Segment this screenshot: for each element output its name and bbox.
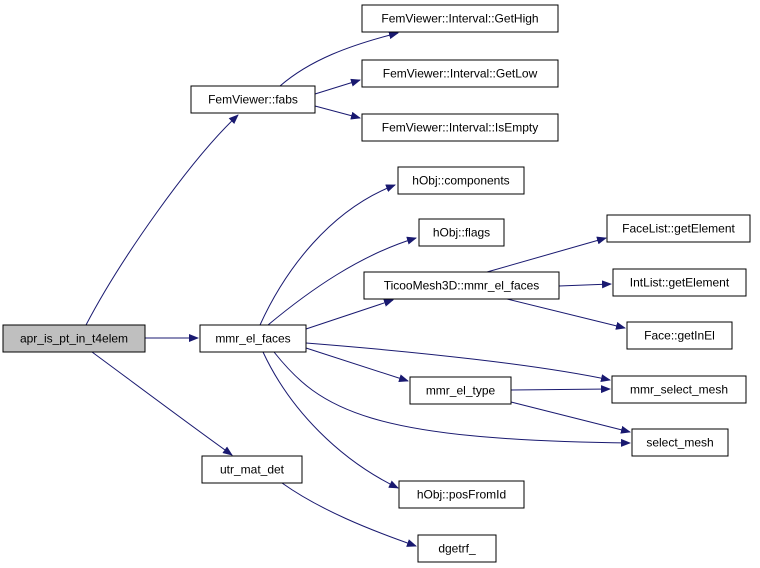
node-mmr-select-mesh[interactable]: mmr_select_mesh bbox=[611, 375, 747, 404]
node-label: FemViewer::Interval::GetHigh bbox=[381, 12, 538, 26]
edges-layer bbox=[85, 31, 631, 547]
node-box bbox=[418, 218, 505, 247]
node-label: hObj::flags bbox=[433, 226, 490, 240]
edge-mmr_el_type-to-select_mesh bbox=[510, 401, 631, 434]
node-box bbox=[631, 428, 729, 457]
edge-ticoo-to-facelist bbox=[486, 236, 607, 273]
node-facelist[interactable]: FaceList::getElement bbox=[606, 214, 751, 243]
edge-fabs-to-isempty bbox=[314, 105, 361, 120]
edge-mmr_el_faces-to-mmr_el_type bbox=[305, 347, 409, 383]
node-ticoo[interactable]: TicooMesh3D::mmr_el_faces bbox=[363, 271, 560, 300]
node-label: IntList::getElement bbox=[630, 276, 730, 290]
edge-mmr_el_faces-to-ticoo bbox=[305, 299, 394, 330]
edge-ticoo-to-intlist bbox=[558, 280, 612, 289]
node-label: FemViewer::Interval::GetLow bbox=[383, 67, 538, 81]
node-fabs[interactable]: FemViewer::fabs bbox=[190, 85, 316, 114]
node-box bbox=[201, 455, 303, 484]
edge-mmr_el_faces-to-select_mesh bbox=[273, 351, 631, 447]
node-label: apr_is_pt_in_t4elem bbox=[20, 332, 128, 346]
node-label: mmr_el_faces bbox=[215, 332, 290, 346]
node-label: Face::getInEl bbox=[644, 329, 715, 343]
edge-mmr_el_faces-to-posfromid bbox=[262, 351, 399, 489]
node-label: utr_mat_det bbox=[220, 463, 285, 477]
node-label: mmr_select_mesh bbox=[630, 383, 728, 397]
edge-fabs-to-getlow bbox=[314, 78, 361, 95]
node-box bbox=[199, 324, 307, 353]
edge-utr-to-dgetrf bbox=[281, 482, 417, 547]
node-box bbox=[606, 214, 751, 243]
nodes-layer: apr_is_pt_in_t4elemFemViewer::fabsFemVie… bbox=[2, 4, 751, 563]
node-getinel[interactable]: Face::getInEl bbox=[626, 321, 733, 350]
node-box bbox=[626, 321, 733, 350]
node-mmr-el-type[interactable]: mmr_el_type bbox=[409, 376, 512, 405]
node-flags[interactable]: hObj::flags bbox=[418, 218, 505, 247]
edge-fabs-to-gethigh bbox=[279, 31, 399, 87]
node-isempty[interactable]: FemViewer::Interval::IsEmpty bbox=[361, 113, 559, 142]
edge-mmr_el_faces-to-mmr_select_mesh bbox=[305, 342, 611, 383]
node-box bbox=[363, 271, 560, 300]
node-utr[interactable]: utr_mat_det bbox=[201, 455, 303, 484]
node-label: dgetrf_ bbox=[438, 542, 476, 556]
node-label: TicooMesh3D::mmr_el_faces bbox=[384, 279, 540, 293]
node-box bbox=[361, 59, 559, 88]
node-getlow[interactable]: FemViewer::Interval::GetLow bbox=[361, 59, 559, 88]
node-box bbox=[361, 4, 559, 33]
node-components[interactable]: hObj::components bbox=[397, 166, 525, 195]
node-label: FemViewer::fabs bbox=[208, 93, 298, 107]
edge-mmr_el_faces-to-flags bbox=[267, 236, 417, 326]
node-gethigh[interactable]: FemViewer::Interval::GetHigh bbox=[361, 4, 559, 33]
node-apr[interactable]: apr_is_pt_in_t4elem bbox=[2, 324, 146, 353]
node-box bbox=[2, 324, 146, 353]
node-box bbox=[612, 268, 747, 297]
node-label: hObj::posFromId bbox=[417, 488, 506, 502]
node-box bbox=[397, 166, 525, 195]
node-label: FaceList::getElement bbox=[622, 222, 735, 236]
node-label: select_mesh bbox=[646, 436, 713, 450]
edge-ticoo-to-getinel bbox=[506, 298, 626, 330]
node-box bbox=[361, 113, 559, 142]
node-label: FemViewer::Interval::IsEmpty bbox=[382, 121, 539, 135]
node-box bbox=[398, 480, 525, 509]
edge-apr-to-utr bbox=[91, 351, 233, 456]
node-box bbox=[190, 85, 316, 114]
node-intlist[interactable]: IntList::getElement bbox=[612, 268, 747, 297]
node-box bbox=[409, 376, 512, 405]
node-select-mesh[interactable]: select_mesh bbox=[631, 428, 729, 457]
edge-mmr_el_type-to-mmr_select_mesh bbox=[510, 385, 611, 394]
node-dgetrf[interactable]: dgetrf_ bbox=[417, 534, 497, 563]
node-box bbox=[611, 375, 747, 404]
node-label: hObj::components bbox=[412, 174, 509, 188]
edge-mmr_el_faces-to-components bbox=[259, 184, 396, 326]
edge-apr-to-fabs bbox=[85, 114, 239, 326]
node-mmr-el-faces[interactable]: mmr_el_faces bbox=[199, 324, 307, 353]
node-label: mmr_el_type bbox=[426, 384, 496, 398]
node-box bbox=[417, 534, 497, 563]
node-posfromid[interactable]: hObj::posFromId bbox=[398, 480, 525, 509]
